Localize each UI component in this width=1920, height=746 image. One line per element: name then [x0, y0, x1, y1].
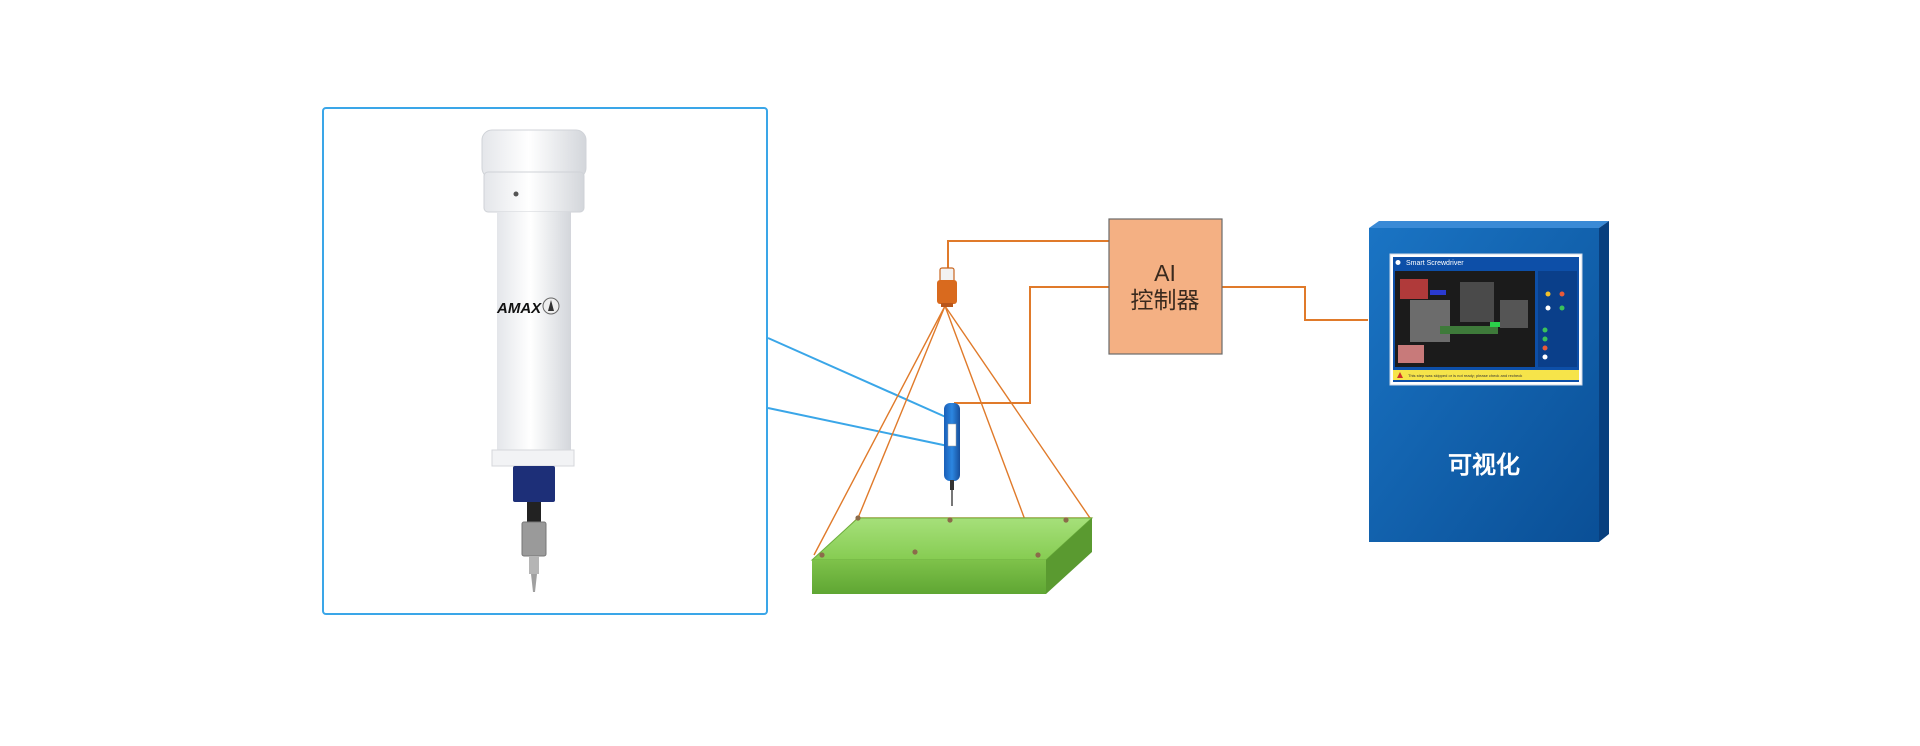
camera-to-controller-wire [947, 240, 1109, 270]
screwdriver-tool-enlarged: AMAX [481, 129, 587, 592]
screen-title: Smart Screwdriver [1406, 260, 1464, 267]
tool-brand-label: AMAX [496, 300, 542, 317]
camera-icon [937, 267, 957, 307]
wiring [947, 240, 1368, 404]
callout-lines [767, 337, 949, 447]
callout-line-upper [767, 337, 949, 419]
work-board [810, 515, 1094, 594]
screwdriver-to-controller-wire [954, 286, 1109, 404]
controller-to-display-wire [1222, 286, 1368, 321]
screen-warning: This step was skipped or is not ready; p… [1408, 373, 1522, 378]
ai-controller-box: AI 控制器 [1108, 218, 1223, 355]
ai-controller-line1: AI [1154, 260, 1176, 286]
status-indicators [1542, 291, 1565, 360]
visualization-panel: Smart Screwdriver This step was skipped … [1369, 221, 1609, 542]
ai-controller-line2: 控制器 [1131, 287, 1200, 313]
visualization-label: 可视化 [1448, 451, 1520, 479]
software-screen: Smart Screwdriver This step was skipped … [1389, 253, 1583, 386]
callout-line-lower [767, 407, 949, 447]
screw-holes [819, 515, 1069, 558]
screwdriver-icon [944, 403, 960, 506]
